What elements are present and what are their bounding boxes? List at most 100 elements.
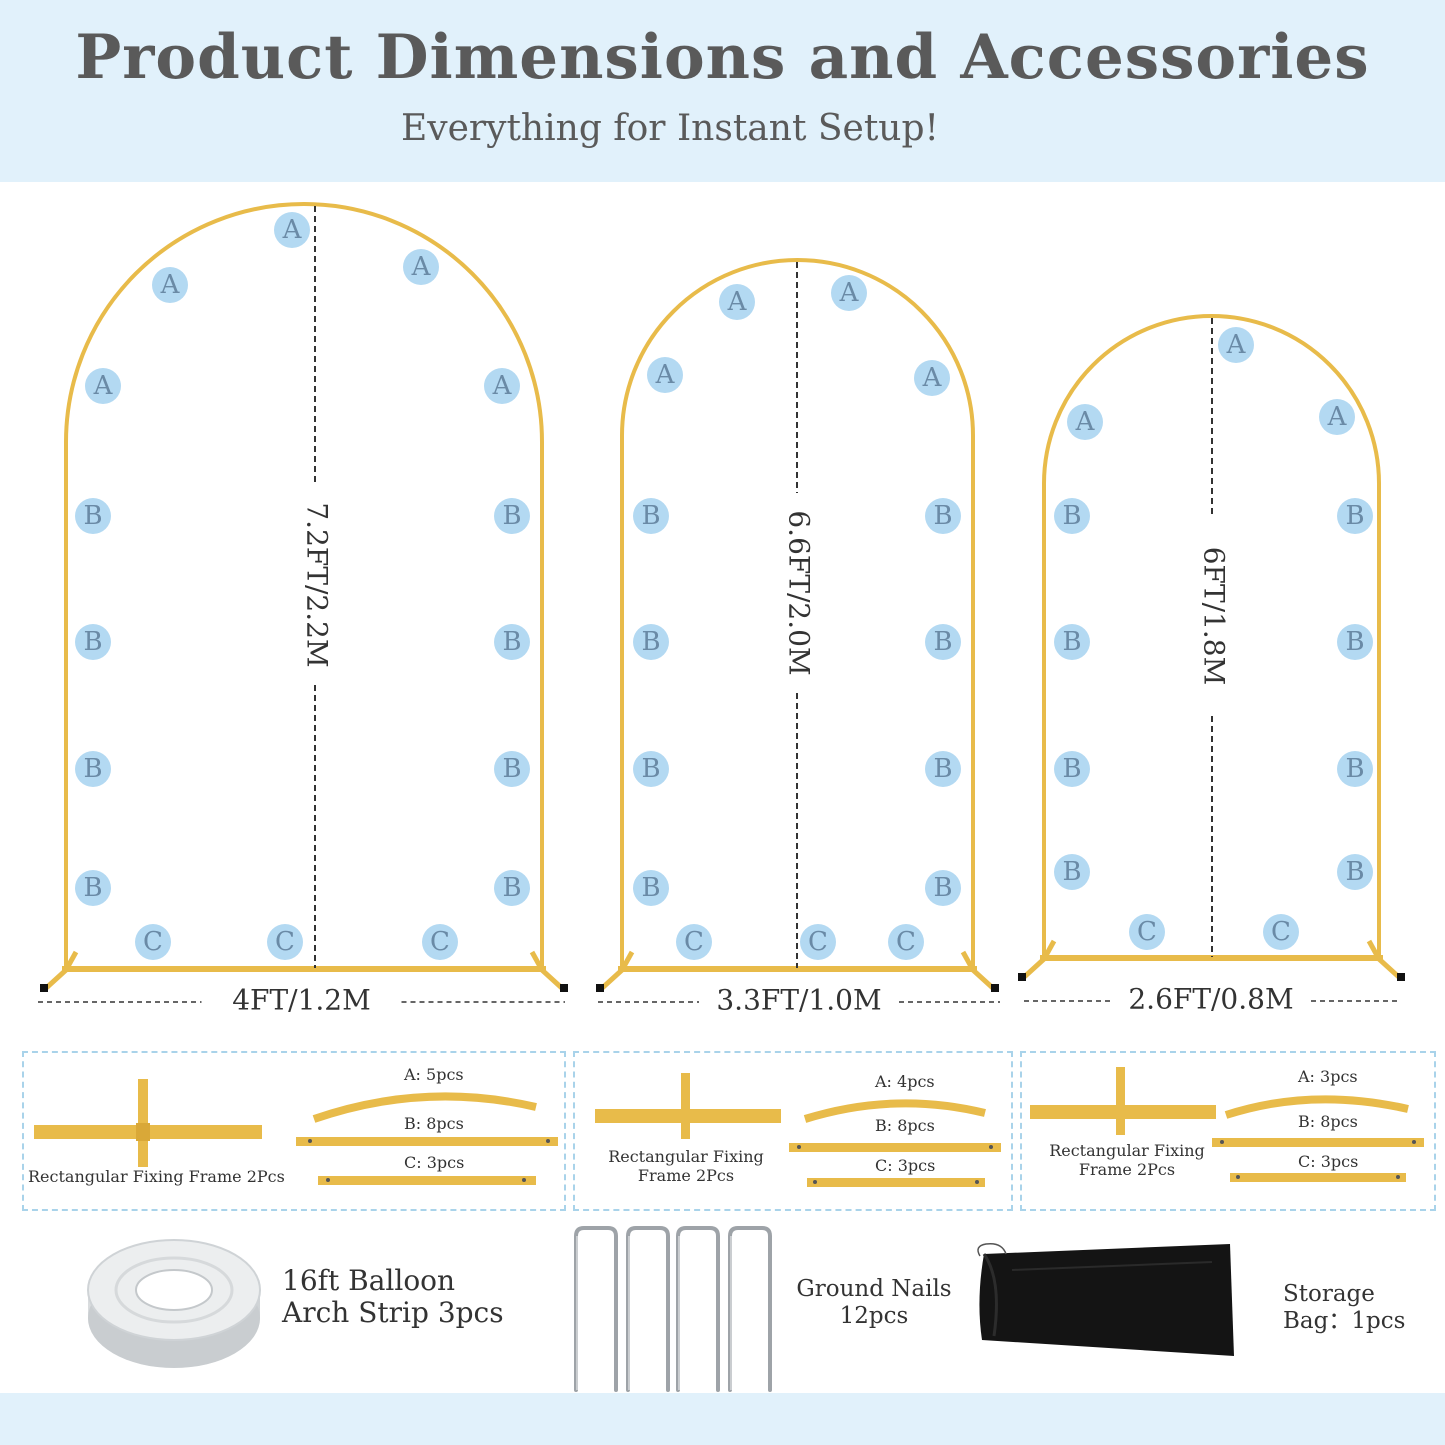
- tube-c-icon: [1230, 1173, 1406, 1182]
- svg-text:B: B: [933, 754, 952, 784]
- balloon-strip-line2: Arch Strip 3pcs: [282, 1296, 504, 1329]
- badge-b: B: [75, 870, 111, 906]
- part-b-label: B: 8pcs: [1298, 1112, 1358, 1131]
- frame-label: Rectangular Fixing Frame 2Pcs: [1042, 1141, 1212, 1179]
- svg-text:B: B: [502, 873, 521, 903]
- badge-b: B: [1337, 854, 1373, 890]
- badge-b: B: [925, 870, 961, 906]
- badge-c: C: [676, 924, 712, 960]
- badge-a: A: [1319, 399, 1355, 435]
- fixing-frame-icon: [1030, 1067, 1216, 1135]
- arch-foot: [596, 950, 635, 992]
- parts-box-2: Rectangular Fixing Frame 2Pcs A: 4pcs B:…: [573, 1051, 1013, 1211]
- frame-label-line2: Frame 2Pcs: [1078, 1160, 1176, 1179]
- storage-bag-icon: [977, 1242, 1234, 1356]
- fixing-frame-icon: [595, 1073, 781, 1139]
- svg-text:A: A: [492, 371, 513, 401]
- part-c-label: C: 3pcs: [875, 1156, 936, 1175]
- badge-b: B: [1054, 854, 1090, 890]
- svg-text:C: C: [430, 927, 450, 957]
- tube-c-icon: [807, 1178, 985, 1187]
- badge-a: A: [403, 249, 439, 285]
- svg-text:B: B: [1345, 501, 1364, 531]
- height-label: 6.6FT/2.0M: [783, 510, 816, 675]
- parts-illustration-2: [595, 1073, 1001, 1187]
- parts-illustration-3: [1030, 1067, 1424, 1182]
- badge-a: A: [1067, 404, 1103, 440]
- page-subtitle: Everything for Instant Setup!: [401, 108, 939, 149]
- height-label: 6FT/1.8M: [1198, 547, 1231, 686]
- svg-text:A: A: [1075, 407, 1096, 437]
- frame-label-line2: Frame 2Pcs: [637, 1166, 735, 1185]
- tube-b-icon: [789, 1143, 1001, 1152]
- svg-text:B: B: [83, 873, 102, 903]
- badge-b: B: [494, 498, 530, 534]
- ground-nails-line2: 12pcs: [839, 1303, 909, 1329]
- balloon-strip-line1: 16ft Balloon: [282, 1264, 456, 1297]
- svg-text:B: B: [83, 501, 102, 531]
- svg-text:A: A: [1327, 402, 1348, 432]
- svg-text:B: B: [502, 501, 521, 531]
- badge-b: B: [1337, 751, 1373, 787]
- frame-label: Rectangular Fixing Frame 2Pcs: [28, 1167, 285, 1186]
- svg-text:C: C: [1271, 917, 1291, 947]
- part-b-label: B: 8pcs: [875, 1116, 935, 1135]
- badge-a: A: [85, 368, 121, 404]
- badge-b: B: [494, 870, 530, 906]
- badge-b: B: [75, 498, 111, 534]
- svg-text:B: B: [641, 873, 660, 903]
- svg-text:C: C: [275, 927, 295, 957]
- arch-frame: [64, 202, 544, 968]
- frame-label-line1: Rectangular Fixing: [1049, 1141, 1205, 1160]
- tube-a-icon: [312, 1092, 537, 1123]
- badge-a: A: [719, 284, 755, 320]
- part-a-label: A: 5pcs: [404, 1065, 464, 1084]
- storage-bag-line1: Storage: [1283, 1281, 1375, 1307]
- badge-b: B: [1054, 498, 1090, 534]
- svg-text:B: B: [933, 873, 952, 903]
- svg-text:B: B: [933, 627, 952, 657]
- svg-text:B: B: [83, 627, 102, 657]
- svg-text:C: C: [684, 927, 704, 957]
- badge-c: C: [888, 924, 924, 960]
- badge-b: B: [494, 751, 530, 787]
- footer-banner: [0, 1393, 1445, 1445]
- badge-a: A: [152, 267, 188, 303]
- badge-c: C: [800, 924, 836, 960]
- badge-a: A: [914, 360, 950, 396]
- header-banner: Product Dimensions and Accessories Every…: [0, 0, 1445, 182]
- svg-text:A: A: [1226, 330, 1247, 360]
- badge-a: A: [831, 275, 867, 311]
- frame-label-line1: Rectangular Fixing: [608, 1147, 764, 1166]
- badge-b: B: [633, 498, 669, 534]
- arch-foot: [1018, 939, 1057, 981]
- svg-text:B: B: [1062, 501, 1081, 531]
- svg-text:A: A: [655, 360, 676, 390]
- badge-b: B: [633, 751, 669, 787]
- svg-text:B: B: [641, 754, 660, 784]
- svg-text:A: A: [93, 371, 114, 401]
- badge-a: A: [1218, 327, 1254, 363]
- badge-c: C: [267, 924, 303, 960]
- storage-bag-label: Storage Bag：1pcs: [1283, 1281, 1405, 1335]
- tube-b-icon: [296, 1137, 558, 1146]
- part-a-label: A: 3pcs: [1298, 1067, 1358, 1086]
- arch-foot: [1366, 939, 1405, 981]
- svg-text:A: A: [727, 287, 748, 317]
- badge-b: B: [925, 624, 961, 660]
- width-label: 4FT/1.2M: [232, 984, 371, 1017]
- badge-c: C: [135, 924, 171, 960]
- arch-base-bar: [618, 966, 977, 972]
- arch-frame: [1042, 314, 1381, 957]
- part-c-label: C: 3pcs: [1298, 1152, 1359, 1171]
- ground-nails-line1: Ground Nails: [796, 1276, 952, 1302]
- badge-b: B: [1054, 624, 1090, 660]
- badge-b: B: [1337, 498, 1373, 534]
- badge-a: A: [274, 212, 310, 248]
- storage-bag-line2: Bag：1pcs: [1283, 1308, 1406, 1334]
- ground-nails-label: Ground Nails 12pcs: [796, 1276, 952, 1330]
- svg-text:A: A: [411, 252, 432, 282]
